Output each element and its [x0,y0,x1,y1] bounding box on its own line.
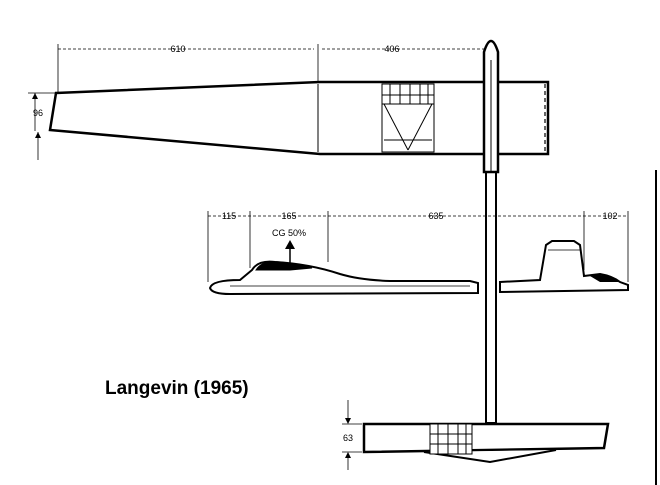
wing-top-view [28,44,550,160]
cg-label: CG 50% [272,228,306,238]
dim-406-label: 406 [384,44,399,54]
tail-boom-side [499,240,629,294]
dim-96-label: 96 [33,108,43,118]
dim-610-label: 610 [170,44,185,54]
canopy [255,261,313,271]
dim-635-label: 635 [428,211,443,221]
dim-63-label: 63 [343,433,353,443]
dim-102-label: 102 [602,211,617,221]
dim-115-label: 115 [222,211,236,221]
wing-outline [48,80,550,156]
dim-165-label: 165 [281,211,296,221]
fuselage-boom [485,154,497,424]
tailplane-structure-cutaway [429,423,473,455]
fuselage-side-view [207,211,629,296]
fuselage-top-view [482,39,500,424]
drawing-title: Langevin (1965) [105,378,249,399]
tailplane-top-view [342,400,610,470]
tailplane-outline [362,422,610,454]
wing-structure-cutaway [381,83,435,153]
